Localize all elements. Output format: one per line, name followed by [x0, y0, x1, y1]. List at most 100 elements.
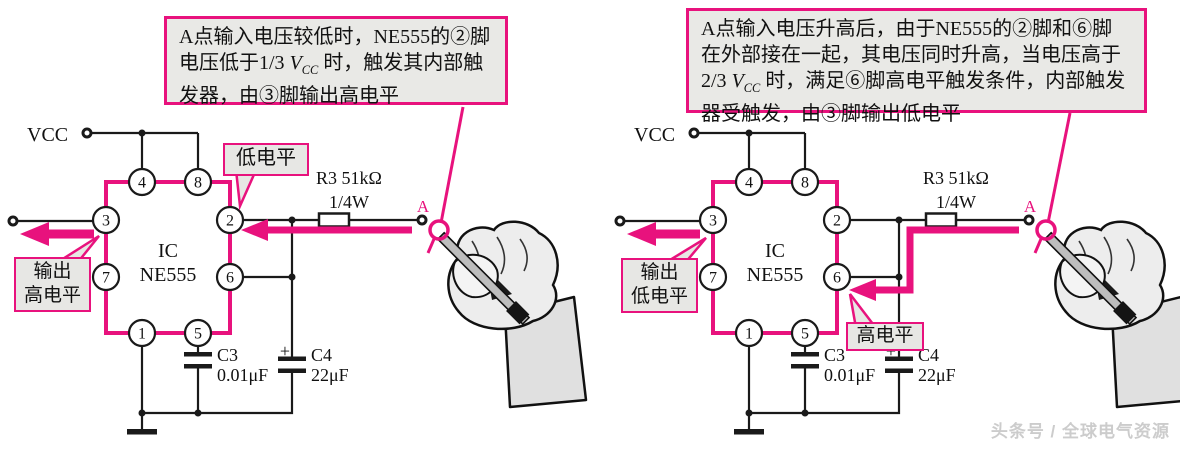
- capacitor-c4-plate: [885, 356, 913, 361]
- pin-2: 2: [822, 205, 852, 235]
- pin-number: 5: [194, 326, 202, 343]
- callout-text: A点输入电压升高后，由于NE555的②脚和⑥脚在外部接在一起，其电压同时升高，当…: [701, 18, 1121, 92]
- resistor-r3-label: R3 51kΩ: [923, 168, 989, 188]
- junction-dot: [895, 216, 903, 224]
- ground-symbol: [734, 429, 764, 435]
- capacitor-c3-value: 0.01μF: [217, 365, 268, 385]
- capacitor-c4-polarity: +: [280, 341, 290, 361]
- tag-text: 低电平: [630, 286, 688, 307]
- pin-8: 8: [790, 167, 820, 197]
- hand-probe-illustration: [434, 220, 588, 409]
- junction-dot: [801, 409, 809, 417]
- pin-number: 4: [138, 175, 146, 192]
- pin-number: 8: [194, 175, 202, 192]
- tag-low-level: 低电平: [223, 143, 309, 176]
- junction-dot: [138, 409, 146, 417]
- ic-label: IC: [158, 240, 178, 262]
- resistor-r3-body: [924, 212, 958, 228]
- vcc-symbol: VCC: [289, 52, 319, 77]
- ic-ne555-body: [104, 180, 232, 335]
- right-circuit: 4 8 3 7 2 6 1 5 VCC IC NE555 R3 51kΩ 1/4…: [614, 112, 1180, 435]
- point-a-label: A: [1024, 197, 1037, 216]
- vcc-label: VCC: [27, 124, 68, 146]
- resistor-r3-power: 1/4W: [329, 192, 369, 212]
- capacitor-c4-value: 22μF: [311, 365, 349, 385]
- tag-text: 高电平: [23, 285, 81, 306]
- pin-4: 4: [734, 167, 764, 197]
- ic-part-number: NE555: [747, 264, 804, 286]
- junction-dot: [194, 409, 202, 417]
- pin-number: 7: [102, 270, 110, 287]
- ic-part-number: NE555: [140, 264, 197, 286]
- tag-high-level: 高电平: [846, 322, 924, 351]
- point-a-terminal: [1023, 214, 1035, 226]
- watermark: 头条号 / 全球电气资源: [990, 422, 1170, 441]
- pin-1: 1: [127, 318, 157, 348]
- capacitor-c3-plate: [791, 352, 819, 357]
- junction-dot: [138, 129, 146, 137]
- tag-text: 输出: [33, 261, 72, 282]
- left-circuit: 4 8 3 7 2 6 1 5 VCC IC NE555 R3 51kΩ 1/4…: [7, 106, 588, 435]
- point-a-terminal: [416, 214, 428, 226]
- point-a-label: A: [417, 197, 430, 216]
- pin-number: 3: [102, 213, 110, 230]
- callout-leader-line: [1046, 112, 1072, 224]
- pin-number: 3: [709, 213, 717, 230]
- pin-5: 5: [790, 318, 820, 348]
- vcc-wires: [91, 131, 200, 169]
- callout-text: A点输入电压较低时，NE555的②脚电压低于1/3: [179, 26, 491, 74]
- pin-number: 7: [709, 270, 717, 287]
- callout-leader-line: [439, 106, 465, 224]
- capacitor-c3-plate: [184, 364, 212, 369]
- output-arrow-head: [20, 222, 49, 246]
- pin-8: 8: [183, 167, 213, 197]
- pin-3: 3: [698, 205, 728, 235]
- tag-text: 输出: [640, 262, 679, 283]
- junction-dot: [288, 273, 296, 281]
- output-terminal: [7, 215, 19, 227]
- tag-output-high: 输出高电平: [14, 257, 91, 312]
- capacitor-c3-plate: [184, 352, 212, 357]
- pin-number: 2: [226, 213, 234, 230]
- probe-ring: [1035, 219, 1057, 241]
- pin2-arrow-head: [241, 219, 268, 241]
- vcc-terminal: [688, 127, 700, 139]
- capacitor-c4-polarity: +: [886, 341, 896, 361]
- vcc-terminal: [81, 127, 93, 139]
- resistor-r3-power: 1/4W: [936, 192, 976, 212]
- pin-number: 1: [745, 326, 753, 343]
- pin-number: 2: [833, 213, 841, 230]
- callout-text: 时，触发其内部触发器，由③脚输出高电平: [179, 52, 484, 107]
- pin-number: 8: [801, 175, 809, 192]
- capacitor-c4-plate: [278, 368, 306, 373]
- hand-probe-illustration: [1041, 220, 1180, 409]
- capacitor-c4-plate: [278, 356, 306, 361]
- callout-left: A点输入电压较低时，NE555的②脚电压低于1/3 VCC 时，触发其内部触发器…: [164, 16, 508, 107]
- pin-5: 5: [183, 318, 213, 348]
- pin-number: 5: [801, 326, 809, 343]
- pin-number: 4: [745, 175, 753, 192]
- vcc-wires: [698, 131, 807, 169]
- pin-7: 7: [91, 262, 121, 292]
- tag-text: 高电平: [856, 325, 914, 346]
- junction-dot: [288, 216, 296, 224]
- pin6-arrow-head: [849, 279, 876, 301]
- callout-right: A点输入电压升高后，由于NE555的②脚和⑥脚在外部接在一起，其电压同时升高，当…: [686, 8, 1147, 125]
- capacitor-c3-plate: [791, 364, 819, 369]
- capacitor-c4-value: 22μF: [918, 365, 956, 385]
- capacitor-c4-label: C4: [311, 345, 332, 365]
- pin-7: 7: [698, 262, 728, 292]
- probe-stub: [1033, 238, 1043, 254]
- resistor-r3-label: R3 51kΩ: [316, 168, 382, 188]
- tag-text: 低电平: [236, 147, 296, 169]
- pin-6: 6: [215, 262, 245, 292]
- junction-dot: [895, 273, 903, 281]
- capacitor-c3-label: C3: [217, 345, 238, 365]
- junction-dot: [745, 409, 753, 417]
- tag-output-low: 输出低电平: [621, 258, 698, 313]
- vcc-label: VCC: [634, 124, 675, 146]
- ground-symbol: [127, 429, 157, 435]
- junction-dot: [745, 129, 753, 137]
- callout-text: 时，满足⑥脚高电平触发条件，内部触发器受触发，由③脚输出低电平: [701, 70, 1126, 125]
- pin-6: 6: [822, 262, 852, 292]
